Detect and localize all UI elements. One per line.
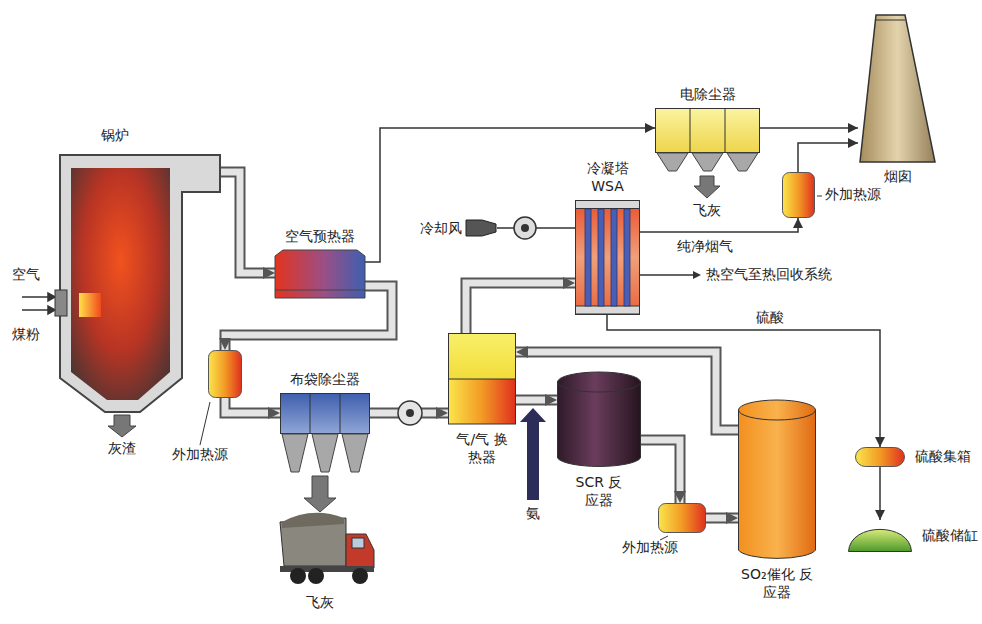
flue-pipe: [516, 400, 557, 401]
external-heater: 外加热源: [782, 172, 815, 218]
gas-gas-heat-exchanger: 气/气 换热器: [448, 333, 516, 425]
annotation-label: 冷却风: [420, 220, 462, 238]
node-label: 外加热源: [622, 539, 678, 557]
acid-tank-shape: [848, 520, 912, 552]
electrostatic-precipitator: 电除尘器: [655, 108, 760, 172]
flow-line: [760, 128, 858, 129]
so2-catalytic-reactor-shape: [738, 400, 816, 560]
gas-gas-heat-exchanger-shape: [448, 333, 516, 425]
boiler: 锅炉: [55, 150, 220, 415]
bag-filter-shape: [280, 393, 370, 473]
leader-line: [200, 402, 210, 445]
wsa-condenser: 冷凝塔 WSA: [575, 200, 640, 315]
scr-reactor: SCR 反应器: [557, 372, 641, 468]
truck-illustration: [280, 513, 374, 584]
annotation-label: 热空气至热回收系统: [706, 266, 832, 284]
acid-header-shape: [855, 447, 905, 467]
node-label: 外加热源: [172, 446, 228, 464]
scr-reactor-shape: [557, 372, 641, 468]
wsa-condenser-shape: [575, 200, 640, 315]
node-label: 外加热源: [825, 186, 881, 204]
flow-line: [880, 467, 881, 520]
node-label: 气/气 换热器: [456, 431, 508, 466]
edge-label: 纯净烟气: [675, 238, 735, 256]
annotation-label: 空气: [12, 266, 40, 284]
flow-line: [798, 143, 858, 172]
node-label: SCR 反应器: [571, 474, 627, 509]
esp-ash-arrow: [694, 176, 720, 198]
annotation-label: 飞灰: [306, 594, 334, 612]
node-label: 烟囱: [884, 168, 912, 186]
acid-tank: 硫酸储缸: [848, 520, 912, 552]
external-heater-shape: [208, 350, 242, 398]
node-label: 硫酸储缸: [922, 527, 978, 545]
node-label: 空气预热器: [285, 228, 355, 246]
annotation-label: 灰渣: [108, 440, 136, 458]
flue-pipe: [225, 398, 280, 413]
flue-pipe: [706, 518, 738, 519]
node-label: 锅炉: [101, 127, 129, 145]
ammonia-arrow: [520, 408, 546, 500]
node-label: 硫酸集箱: [915, 448, 971, 466]
external-heater-shape: [658, 503, 706, 533]
node-label: 电除尘器: [680, 86, 736, 104]
annotation-label: 氨: [526, 505, 540, 523]
annotation-label: 煤粉: [12, 326, 40, 344]
bag-filter: 布袋除尘器: [280, 393, 370, 473]
node-label: 冷凝塔 WSA: [582, 160, 634, 195]
flow-line: [640, 218, 798, 232]
air-preheater-shape: [275, 250, 365, 298]
node-label: SO₂催化 反应器: [740, 566, 814, 601]
flue-gas-fan: [398, 401, 422, 425]
flue-pipe: [220, 172, 275, 273]
external-heater: 外加热源: [658, 503, 706, 533]
chimney-shape: [858, 15, 938, 162]
edge-label: 硫酸: [754, 309, 786, 327]
external-heater-shape: [782, 172, 815, 218]
hot-air-arrow: [640, 271, 701, 279]
annotation-label: 飞灰: [693, 202, 721, 220]
slag-arrow: [108, 415, 136, 437]
flue-pipe: [641, 440, 680, 503]
electrostatic-precipitator-shape: [655, 108, 760, 172]
flue-pipe: [466, 283, 575, 333]
so2-catalytic-reactor: SO₂催化 反应器: [738, 400, 816, 560]
air-preheater: 空气预热器: [275, 250, 365, 298]
node-label: 布袋除尘器: [290, 371, 360, 389]
air-arrow: [22, 293, 55, 314]
cooling-air-fan: [466, 217, 575, 239]
chimney: 烟囱: [858, 15, 938, 162]
external-heater: 外加热源: [208, 350, 242, 398]
boiler-shape: [55, 150, 220, 415]
fly-ash-arrow: [304, 476, 336, 512]
acid-header: 硫酸集箱: [855, 447, 905, 467]
leader-line: [817, 196, 822, 197]
